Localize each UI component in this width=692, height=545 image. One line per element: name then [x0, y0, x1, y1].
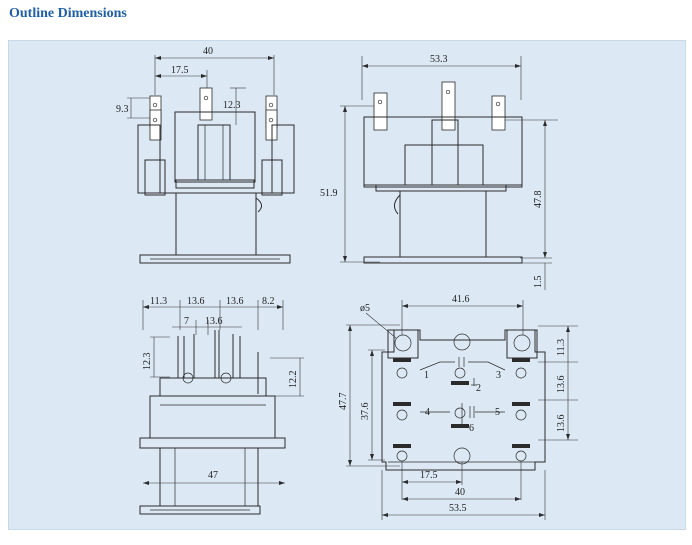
terminal-view: 11.3 13.6 13.6 8.2 7 13.6 12.3 12.2 [139, 296, 304, 515]
dim-bottom-v1: 11.3 [556, 339, 567, 356]
dim-bottom-hole: ø5 [360, 303, 370, 314]
dim-term-d4: 8.2 [262, 296, 275, 307]
dim-term-d6: 13.6 [205, 316, 223, 327]
dim-front-width: 40 [203, 46, 213, 57]
dim-bottom-v3: 13.6 [556, 415, 567, 433]
dim-side-width: 53.3 [430, 54, 448, 65]
dim-side-body-height: 47.8 [533, 191, 544, 209]
dim-term-d1: 11.3 [150, 296, 167, 307]
pin-3: 3 [496, 370, 501, 381]
dim-side-base: 1.5 [533, 276, 544, 289]
dim-bottom-top-width: 41.6 [452, 294, 470, 305]
dim-front-terminal-offset: 9.3 [116, 104, 129, 115]
dim-bottom-inner-height: 37.6 [360, 403, 371, 421]
dim-term-d3: 13.6 [226, 296, 244, 307]
page-title: Outline Dimensions [9, 6, 127, 21]
pin-2: 2 [476, 383, 481, 394]
dim-term-width: 47 [208, 470, 218, 481]
dim-bottom-outer-height: 47.7 [338, 393, 349, 411]
dim-front-terminal-height: 12.3 [223, 100, 241, 111]
dim-bottom-v2: 13.6 [556, 376, 567, 394]
pin-5: 5 [495, 407, 500, 418]
side-view: 53.3 51.9 47.8 1.5 [320, 54, 558, 290]
dim-bottom-w3: 53.5 [449, 503, 467, 514]
pin-6: 6 [469, 423, 474, 434]
bottom-view: 41.6 ø5 47.7 37.6 11.3 13.6 13.6 [338, 294, 578, 520]
dim-term-d2: 13.6 [187, 296, 205, 307]
dim-front-offset: 17.5 [171, 65, 189, 76]
dim-bottom-w1: 17.5 [420, 470, 438, 481]
dim-term-h2: 12.2 [288, 371, 299, 389]
diagram-panel [8, 40, 686, 530]
front-view: 40 17.5 12.3 9.3 [116, 46, 295, 264]
dim-bottom-w2: 40 [455, 487, 465, 498]
dim-term-h1: 12.3 [142, 353, 153, 371]
dim-side-height: 51.9 [320, 188, 338, 199]
pin-1: 1 [424, 370, 429, 381]
pin-4: 4 [425, 407, 430, 418]
dim-term-d5: 7 [184, 316, 189, 327]
